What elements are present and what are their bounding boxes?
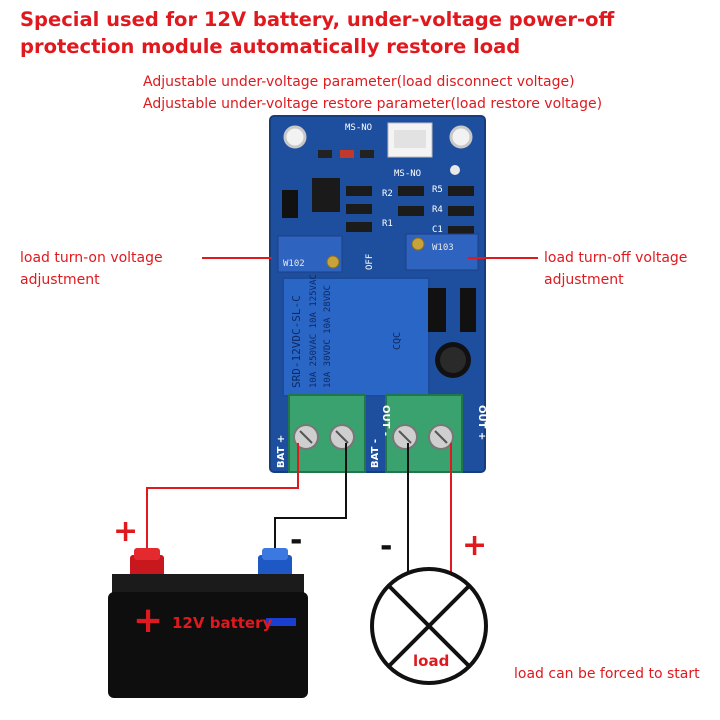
relay <box>282 277 430 397</box>
minus-sign-battery: - <box>290 523 303 558</box>
silk-ms-no-2: MS-NO <box>394 169 421 179</box>
relay-model: SRD-12VDC-SL-C <box>290 295 303 388</box>
relay-rating-ac: 10A 250VAC 10A 125VAC <box>309 274 319 388</box>
subtitle-disconnect: Adjustable under-voltage parameter(load … <box>143 74 575 90</box>
relay-rating-dc: 10A 30VDC 10A 28VDC <box>323 285 333 388</box>
battery-label: 12V battery <box>172 614 273 632</box>
silk-off: OFF <box>365 254 375 270</box>
battery-body <box>108 592 308 698</box>
silk-w102: W102 <box>283 259 305 269</box>
diode <box>428 288 446 332</box>
silk-out-plus: OUT + <box>476 405 487 440</box>
mount-hole-top-right <box>449 125 473 149</box>
pcb-module: MS-NO MS-NO R2 R1 R5 R4 C1 W102 W103 OFF… <box>269 115 487 473</box>
plus-sign-battery: + <box>113 514 139 549</box>
minus-sign-load: - <box>380 529 393 564</box>
silk-bat-minus: BAT - <box>370 439 381 468</box>
wire-bat-minus <box>274 443 347 558</box>
pot-left-screw <box>326 255 340 269</box>
silk-r4: R4 <box>432 205 443 215</box>
plus-sign-battery-body: + <box>133 600 164 641</box>
mount-hole-top-left <box>283 125 307 149</box>
battery-lid <box>112 574 304 596</box>
silk-ms-no: MS-NO <box>345 123 372 133</box>
load-label: load <box>411 652 452 670</box>
wire-bat-plus <box>146 443 299 558</box>
silk-w103: W103 <box>432 243 454 253</box>
silk-r5: R5 <box>432 185 443 195</box>
page-title: Special used for 12V battery, under-volt… <box>20 8 615 58</box>
pot-right-screw <box>411 237 425 251</box>
silk-r2: R2 <box>382 189 393 199</box>
silk-out-minus: OUT - <box>380 405 391 436</box>
label-turn-on: load turn-on voltage adjustment <box>20 250 163 288</box>
relay-cqc: CQC <box>392 332 403 350</box>
pot-left <box>277 235 343 273</box>
led <box>450 165 460 175</box>
load-lamp <box>370 567 488 685</box>
ic-chip <box>312 178 340 212</box>
label-turn-off: load turn-off voltage adjustment <box>544 250 688 288</box>
silk-c1: C1 <box>432 225 443 235</box>
silk-bat-plus: BAT + <box>276 435 287 468</box>
subtitle-restore: Adjustable under-voltage restore paramet… <box>143 96 603 112</box>
plus-sign-load: + <box>462 528 488 563</box>
transistor-left <box>282 190 298 218</box>
label-forced-start: load can be forced to start <box>514 666 700 682</box>
battery-minus-bar <box>266 618 296 626</box>
battery-12v <box>108 548 308 698</box>
silk-r1: R1 <box>382 219 393 229</box>
